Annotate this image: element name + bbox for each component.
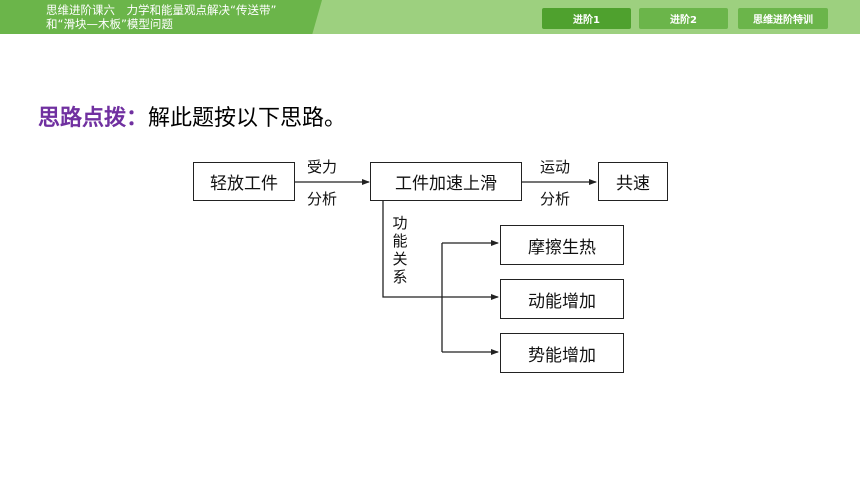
label-work-energy-relation: 功能关系 bbox=[392, 214, 408, 286]
hint-label: 思路点拨： bbox=[38, 106, 149, 131]
branch-trunk bbox=[382, 200, 442, 298]
hint-text: 解此题按以下思路。 bbox=[148, 106, 347, 131]
label-analysis-2: 分析 bbox=[540, 190, 571, 208]
box-kinetic-increase: 动能增加 bbox=[500, 279, 624, 319]
nav-tab-special-training[interactable]: 思维进阶特训 bbox=[738, 8, 828, 29]
box-friction-heat: 摩擦生热 bbox=[500, 225, 624, 265]
box-place-workpiece: 轻放工件 bbox=[193, 162, 295, 201]
label-force: 受力 bbox=[307, 158, 338, 176]
lesson-title-line2: 和“滑块—木板”模型问题 bbox=[46, 17, 173, 31]
lesson-title-line1: 思维进阶课六 力学和能量观点解决“传送带” bbox=[46, 3, 277, 17]
box-accelerate-up: 工件加速上滑 bbox=[370, 162, 522, 201]
hint-paragraph: 思路点拨：解此题按以下思路。 bbox=[38, 100, 346, 132]
label-analysis-1: 分析 bbox=[307, 190, 338, 208]
nav-tab-level1[interactable]: 进阶1 bbox=[542, 8, 631, 29]
box-potential-increase: 势能增加 bbox=[500, 333, 624, 373]
box-common-velocity: 共速 bbox=[598, 162, 668, 201]
label-motion: 运动 bbox=[540, 158, 571, 176]
nav-tab-level2[interactable]: 进阶2 bbox=[639, 8, 728, 29]
lesson-title-tab bbox=[0, 0, 322, 34]
